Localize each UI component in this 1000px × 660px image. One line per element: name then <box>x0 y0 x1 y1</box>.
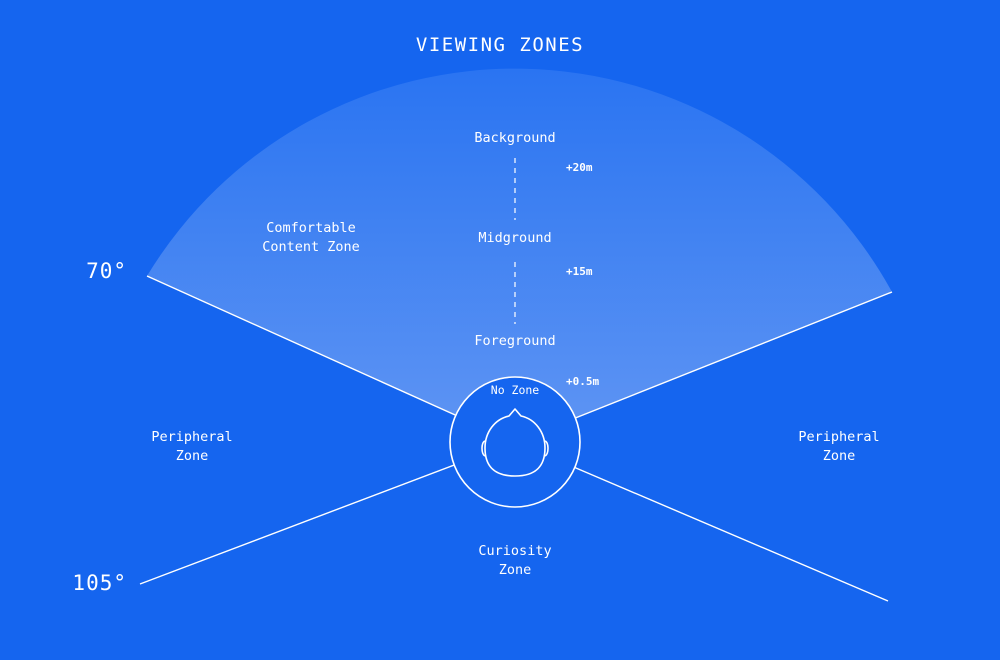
peripheral-zone-left-line2: Zone <box>175 448 209 464</box>
distance-near-label: +0.5m <box>566 375 600 388</box>
curiosity-zone-label: Curiosity Zone <box>415 542 615 580</box>
comfortable-zone-label: Comfortable Content Zone <box>211 219 411 257</box>
head-icon <box>481 408 549 477</box>
curiosity-zone-line1: Curiosity <box>478 543 552 559</box>
curiosity-zone-line2: Zone <box>498 562 532 578</box>
diagram-title: VIEWING ZONES <box>415 34 585 56</box>
angle-105-label: 105° <box>72 571 127 595</box>
peripheral-zone-right-line1: Peripheral <box>798 429 880 445</box>
foreground-label: Foreground <box>474 333 556 349</box>
distance-mid-label: +15m <box>566 265 593 278</box>
peripheral-zone-left-line1: Peripheral <box>151 429 233 445</box>
peripheral-zone-right-label: Peripheral Zone <box>739 428 939 466</box>
peripheral-zone-right-line2: Zone <box>822 448 856 464</box>
comfortable-zone-label-line1: Comfortable <box>266 220 356 236</box>
comfortable-zone-label-line2: Content Zone <box>262 239 360 255</box>
peripheral-boundary-right-line <box>514 441 889 602</box>
distance-far-label: +20m <box>566 161 593 174</box>
angle-70-label: 70° <box>86 259 127 283</box>
no-zone-circle <box>449 376 581 508</box>
midground-label: Midground <box>478 230 552 246</box>
no-zone-label: No Zone <box>490 383 540 397</box>
peripheral-boundary-left-line <box>139 441 516 585</box>
comfortable-boundary-left-line <box>146 275 516 443</box>
comfortable-boundary-right-line <box>514 291 893 443</box>
peripheral-zone-left-label: Peripheral Zone <box>92 428 292 466</box>
comfortable-zone-cone <box>147 68 892 442</box>
background-label: Background <box>474 130 556 146</box>
